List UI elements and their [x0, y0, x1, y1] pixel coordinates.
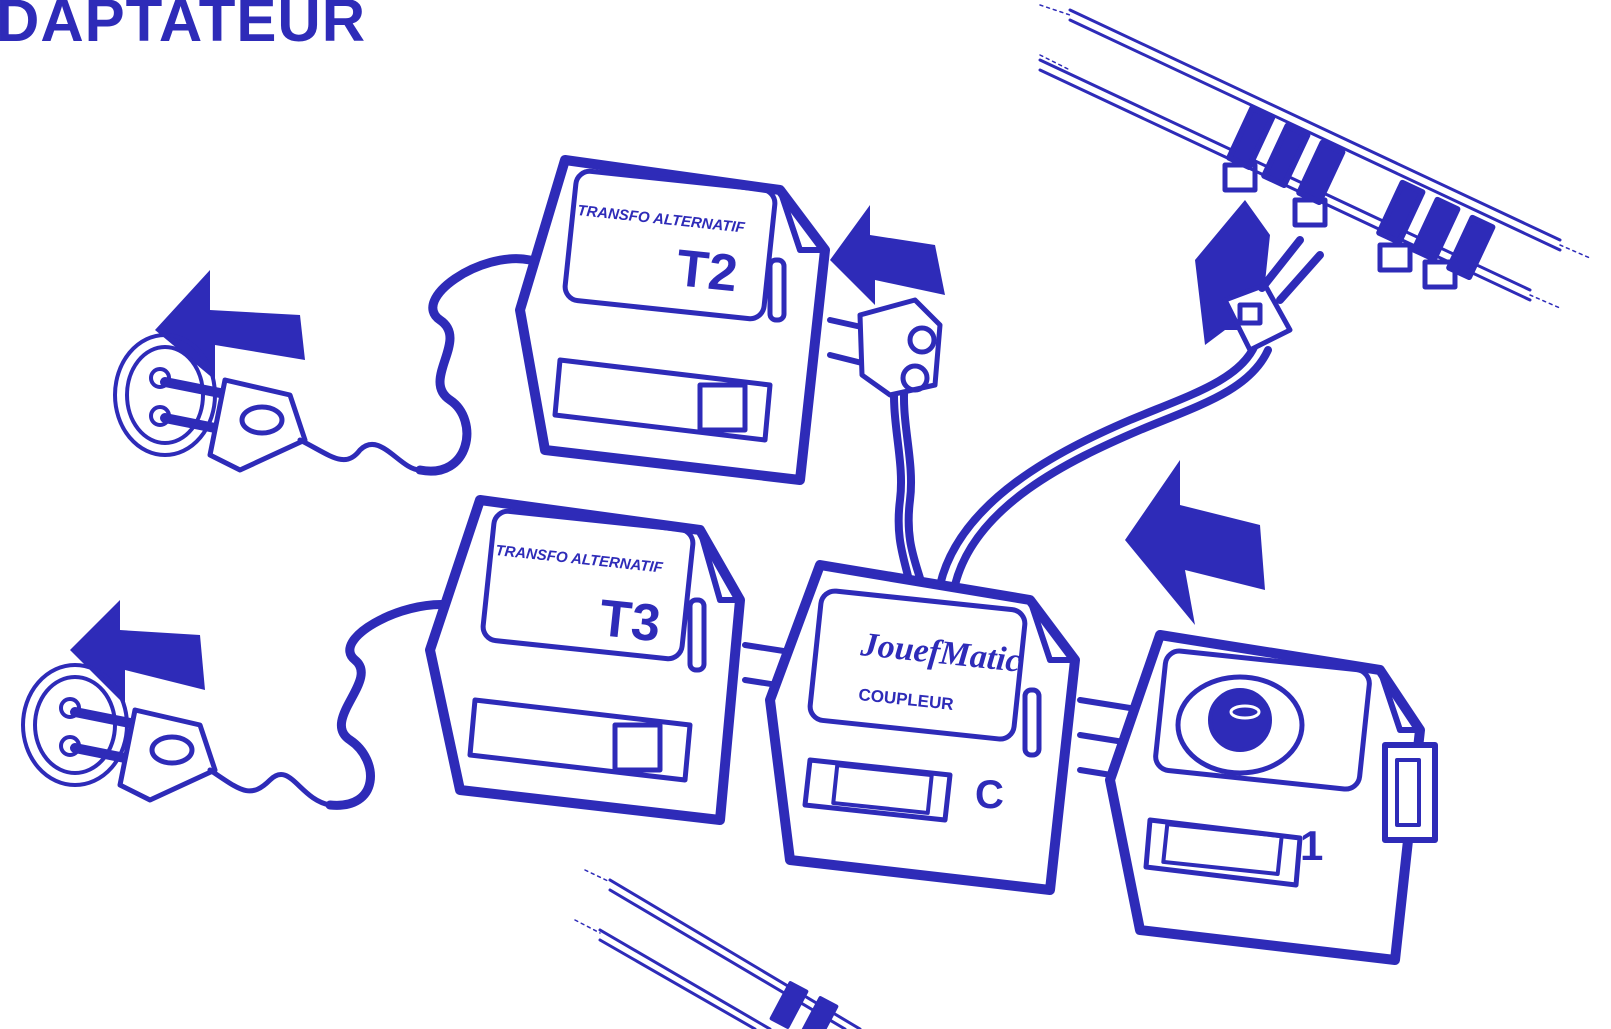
transformer-t2-id: T2	[674, 239, 740, 303]
wall-socket-icon-top	[115, 335, 215, 455]
cable-adapter-to-coupler	[894, 375, 922, 585]
plug-icon-top	[165, 380, 420, 470]
wall-socket-icon-bottom	[23, 665, 127, 785]
arrow-icon-socket-bottom	[70, 600, 205, 705]
transformer-t3: TRANSFO ALTERNATIF T3	[430, 500, 740, 820]
transformer-t3-id: T3	[597, 589, 663, 653]
arrow-icon-controller	[1125, 460, 1265, 625]
transformer-t2: TRANSFO ALTERNATIF T2	[520, 160, 825, 480]
adapter-plug-icon	[830, 300, 940, 395]
coupler-id: C	[975, 773, 1004, 817]
cable-t2	[420, 259, 530, 471]
coupler-unit: JouefMatic COUPLEUR C	[770, 565, 1075, 890]
knob-icon	[1210, 690, 1270, 750]
arrow-icon-socket-top	[155, 270, 305, 380]
controller-id: 1	[1300, 822, 1323, 869]
plug-icon-bottom	[75, 710, 330, 805]
track-bottom-icon	[575, 870, 860, 1029]
arrow-icon-adapter	[830, 205, 945, 305]
controller-unit: 1	[1110, 635, 1435, 960]
